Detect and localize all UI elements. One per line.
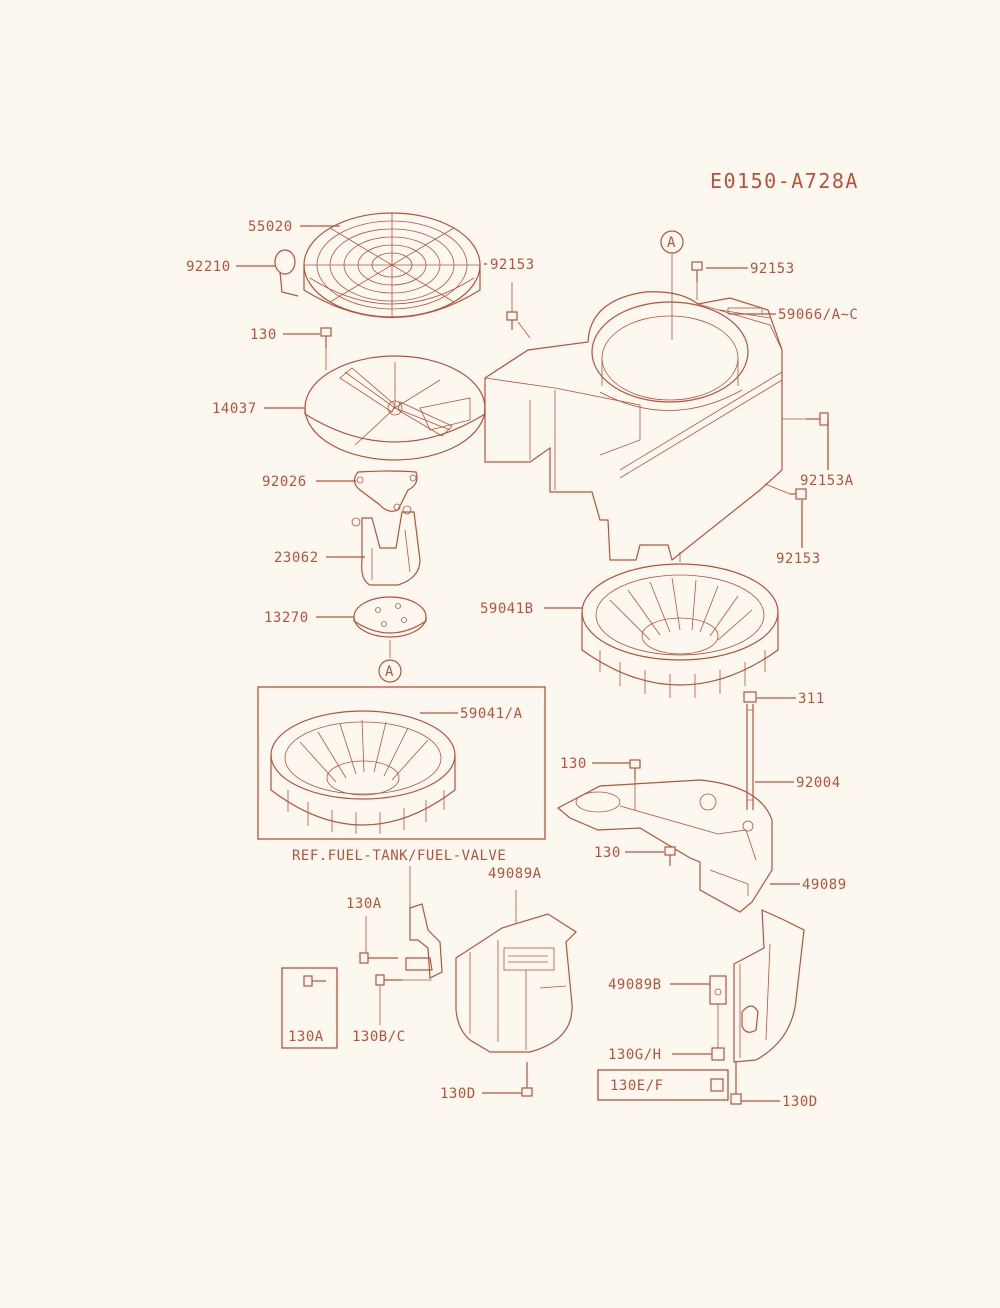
label-130a: 130A	[346, 896, 382, 912]
plate-49089	[556, 779, 773, 913]
label-130a-box: 130A	[288, 1029, 324, 1045]
label-130-low: 130	[594, 845, 621, 861]
bolt-130a-boxed	[303, 975, 326, 987]
label-130bc: 130B/C	[352, 1029, 406, 1045]
label-55020: 55020	[248, 219, 293, 235]
bolt-92153a	[782, 412, 829, 426]
label-49089b: 49089B	[608, 977, 662, 993]
svg-text:A: A	[385, 664, 394, 680]
knob-92210	[274, 249, 299, 297]
label-49089a: 49089A	[488, 866, 542, 882]
bolt-130bc	[375, 974, 432, 1025]
bolt-92153-top	[506, 282, 531, 339]
cover-49089b	[709, 909, 805, 1063]
bolt-130-mid	[629, 759, 641, 810]
label-92153-top: 92153	[490, 257, 535, 273]
label-130-top: 130	[250, 327, 277, 343]
bolt-130-top	[320, 327, 332, 370]
box-130a	[281, 967, 338, 1049]
label-14037: 14037	[212, 401, 257, 417]
label-92153-right: 92153	[750, 261, 795, 277]
diagram-code: E0150-A728A	[710, 169, 859, 193]
label-130ef: 130E/F	[610, 1078, 664, 1094]
svg-text:A: A	[667, 235, 676, 251]
shroud-housing	[484, 291, 783, 562]
bolt-92153-low	[764, 483, 807, 500]
bolt-130d-left	[521, 1062, 533, 1097]
label-59041b: 59041B	[480, 601, 534, 617]
label-130d-right: 130D	[782, 1094, 818, 1110]
ref-note: REF.FUEL-TANK/FUEL-VALVE	[292, 848, 506, 864]
label-92153-low: 92153	[776, 551, 821, 567]
label-49089: 49089	[802, 877, 847, 893]
fan-plate-14037	[304, 355, 486, 461]
label-92153a: 92153A	[800, 473, 854, 489]
label-13270: 13270	[264, 610, 309, 626]
label-59066: 59066/A~C	[778, 307, 858, 323]
nut-130gh	[711, 1004, 725, 1061]
label-59041a: 59041/A	[460, 706, 523, 722]
label-92210: 92210	[186, 259, 231, 275]
grille-55020	[303, 212, 481, 318]
label-130-mid: 130	[560, 756, 587, 772]
nut-130ef	[710, 1078, 724, 1092]
fuel-valve-bracket	[405, 903, 443, 979]
label-23062: 23062	[274, 550, 319, 566]
bolt-130-low	[664, 846, 676, 866]
plate-92026	[353, 470, 418, 512]
label-92026: 92026	[262, 474, 307, 490]
bolt-130a	[359, 916, 398, 964]
label-92004: 92004	[796, 775, 841, 791]
label-311: 311	[798, 691, 825, 707]
bolt-92153-right	[691, 261, 703, 300]
label-130d-left: 130D	[440, 1086, 476, 1102]
leader-lines	[236, 225, 829, 1102]
bracket-23062	[351, 505, 421, 586]
ref-marker-a-upper: A	[660, 230, 684, 254]
bolt-130d-right	[730, 1062, 742, 1105]
label-130gh: 130G/H	[608, 1047, 662, 1063]
box-130ef	[597, 1069, 729, 1101]
cover-49089a	[455, 890, 577, 1053]
nut-311	[743, 691, 757, 703]
disc-13270	[353, 596, 427, 638]
flywheel-59041b	[581, 563, 779, 698]
stud-92004	[746, 704, 754, 810]
ref-box-flywheel	[257, 686, 546, 840]
ref-marker-a-lower: A	[378, 659, 402, 683]
flywheel-59041a	[270, 710, 456, 834]
